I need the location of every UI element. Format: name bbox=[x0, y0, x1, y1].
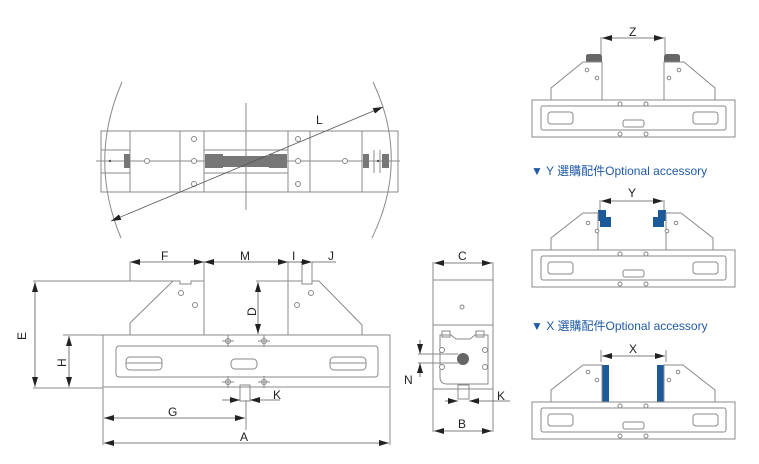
side-jaw bbox=[432, 279, 494, 326]
accessory-x-right bbox=[657, 365, 664, 402]
variant-z: Z bbox=[531, 25, 736, 138]
label-H: H bbox=[55, 358, 69, 367]
dimension-L bbox=[110, 106, 384, 222]
label-J: J bbox=[328, 249, 334, 263]
label-I: I bbox=[292, 249, 295, 263]
variant-y: ▼ Y 選購配件Optional accessory Y bbox=[531, 164, 736, 288]
label-G: G bbox=[168, 405, 177, 419]
variant-x: ▼ X 選購配件Optional accessory X bbox=[531, 319, 736, 440]
label-A: A bbox=[240, 430, 248, 444]
base-body bbox=[102, 334, 391, 388]
accessory-x-left bbox=[602, 365, 609, 402]
label-K-front: K bbox=[273, 388, 281, 402]
screw-left-end bbox=[205, 154, 223, 168]
accessory-y-right bbox=[653, 210, 666, 227]
base-slot-frame bbox=[115, 345, 379, 378]
soft-jaw-left bbox=[586, 54, 602, 62]
front-view: F M I J D E H K G A bbox=[15, 249, 391, 446]
side-view: C N K B bbox=[404, 249, 510, 434]
caption-y: ▼ Y 選購配件Optional accessory bbox=[531, 164, 707, 178]
caption-x: ▼ X 選購配件Optional accessory bbox=[531, 319, 708, 333]
label-K-side: K bbox=[497, 389, 505, 403]
screw-end bbox=[457, 353, 469, 365]
label-L: L bbox=[316, 113, 323, 127]
side-base bbox=[432, 324, 494, 390]
label-Y: Y bbox=[628, 186, 636, 200]
label-M: M bbox=[240, 249, 250, 263]
accessory-y-left bbox=[598, 210, 611, 227]
label-B: B bbox=[458, 417, 466, 431]
soft-jaw-right bbox=[664, 54, 680, 62]
stop-left bbox=[124, 154, 130, 168]
left-jaw bbox=[129, 280, 205, 335]
label-N: N bbox=[404, 373, 413, 387]
view-arc-left bbox=[104, 81, 123, 239]
label-F: F bbox=[161, 249, 168, 263]
label-D: D bbox=[245, 307, 259, 316]
cross-holes bbox=[222, 335, 270, 388]
label-X: X bbox=[629, 342, 637, 356]
top-view: L bbox=[96, 81, 400, 239]
label-E: E bbox=[15, 332, 29, 340]
screw-right-end bbox=[269, 154, 287, 168]
right-jaw bbox=[287, 280, 363, 335]
label-C: C bbox=[458, 249, 467, 263]
label-Z: Z bbox=[629, 25, 636, 39]
